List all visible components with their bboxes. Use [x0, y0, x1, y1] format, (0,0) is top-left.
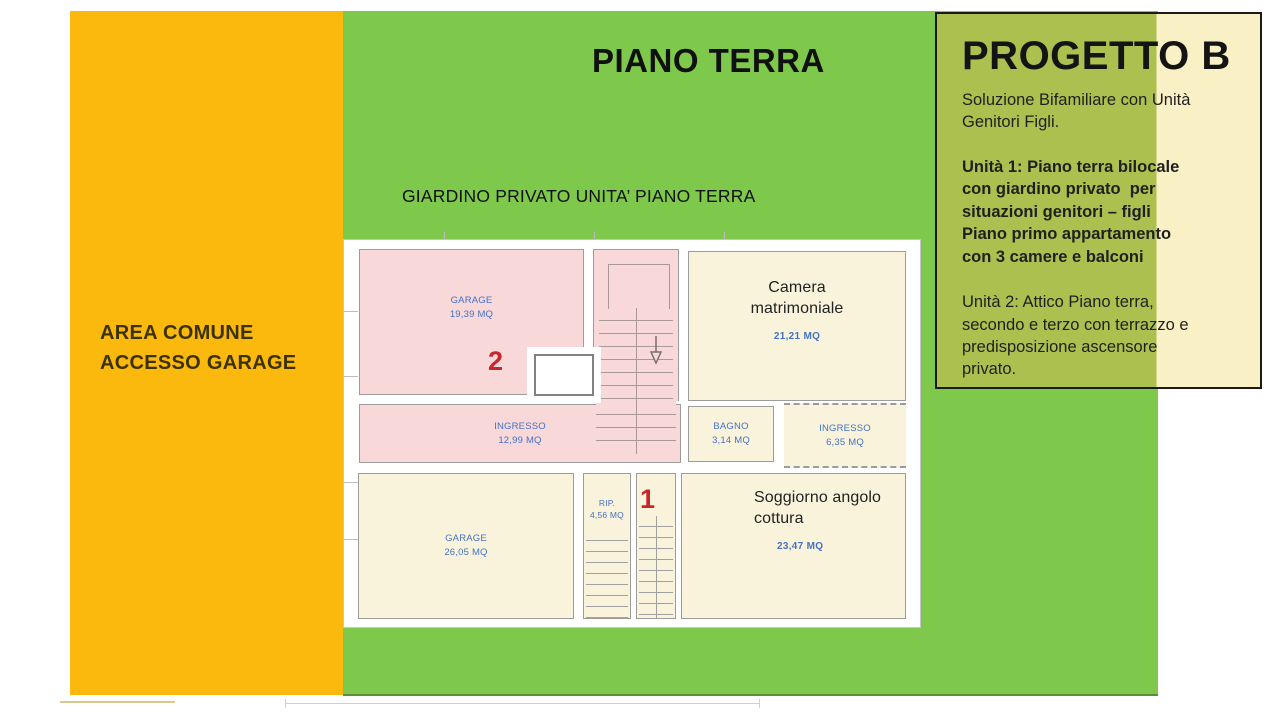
- room-name: INGRESSO: [819, 422, 871, 434]
- room-label: INGRESSO 12,99 MQ: [360, 419, 680, 448]
- panel-unit1-description: Unità 1: Piano terra bilocale con giardi…: [962, 157, 1180, 266]
- stairwell: [593, 249, 679, 401]
- room-area: 21,21 MQ: [773, 331, 821, 342]
- panel-intro: Soluzione Bifamiliare con Unità Genitori…: [962, 91, 1191, 132]
- room-label: BAGNO 3,14 MQ: [689, 420, 773, 449]
- room-area: 26,05 MQ: [444, 547, 488, 558]
- area-comune-band: AREA COMUNE ACCESSO GARAGE: [70, 11, 343, 695]
- room-area: 23,47 MQ: [777, 541, 824, 552]
- unit-marker-2: 2: [488, 346, 504, 376]
- room-name: GARAGE: [450, 295, 493, 306]
- stair-unit1: [636, 473, 676, 619]
- stairs-down-arrow-icon: [649, 336, 663, 365]
- dimension-tick: [759, 699, 760, 708]
- room-name: Soggiorno angolo cottura: [754, 489, 882, 527]
- area-comune-label: AREA COMUNE ACCESSO GARAGE: [100, 322, 297, 374]
- dimension-tick: [344, 482, 358, 483]
- stair-treads: [586, 530, 628, 618]
- room-area: 6,35 MQ: [826, 436, 864, 448]
- floorplan: GARAGE 19,39 MQ Camera matrimoniale 21,2…: [343, 232, 921, 628]
- stair-lower-flight: [596, 400, 676, 454]
- stair-divider-line: [636, 308, 637, 401]
- room-area: 12,99 MQ: [498, 434, 542, 446]
- dimension-tick: [444, 232, 445, 240]
- stair-divider-line: [636, 400, 637, 454]
- dimension-tick: [344, 376, 358, 377]
- room-garage-unit1: GARAGE 26,05 MQ: [358, 473, 574, 619]
- dimension-line: [60, 701, 175, 703]
- room-name: Camera matrimoniale: [750, 279, 844, 317]
- room-label: RIP. 4,56 MQ: [584, 498, 630, 522]
- dimension-tick: [594, 232, 595, 240]
- room-bagno: BAGNO 3,14 MQ: [688, 406, 774, 462]
- info-panel: PROGETTO B Soluzione Bifamiliare con Uni…: [935, 12, 1262, 389]
- room-name: GARAGE: [445, 532, 487, 544]
- dimension-tick: [285, 699, 286, 708]
- room-area: 3,14 MQ: [712, 435, 750, 446]
- elevator-shaft: [534, 354, 594, 396]
- room-area: 4,56 MQ: [590, 509, 624, 520]
- dimension-tick: [724, 232, 725, 240]
- room-ripostiglio: RIP. 4,56 MQ: [583, 473, 631, 619]
- room-soggiorno: Soggiorno angolo cottura 23,47 MQ: [681, 473, 906, 619]
- stair-divider-line: [656, 516, 657, 618]
- dimension-line: [285, 699, 760, 708]
- stair-railing-line: [608, 264, 670, 309]
- room-label: INGRESSO 6,35 MQ: [784, 421, 906, 450]
- room-label: GARAGE 19,39 MQ: [360, 294, 583, 323]
- panel-title: PROGETTO B: [962, 34, 1231, 78]
- room-camera-matrimoniale: Camera matrimoniale 21,21 MQ: [688, 251, 906, 401]
- garden-subtitle: GIARDINO PRIVATO UNITA’ PIANO TERRA: [402, 186, 756, 206]
- panel-unit2-description: Unità 2: Attico Piano terra, secondo e t…: [962, 293, 1189, 379]
- unit-marker-1: 1: [640, 484, 656, 514]
- room-label: GARAGE 26,05 MQ: [359, 532, 573, 561]
- page-title: PIANO TERRA: [592, 42, 825, 79]
- dimension-tick: [344, 311, 358, 312]
- room-name: INGRESSO: [494, 420, 546, 432]
- room-name: BAGNO: [713, 420, 749, 432]
- dimension-tick: [344, 539, 358, 540]
- room-area: 19,39 MQ: [449, 309, 494, 321]
- room-ingresso-unit1: INGRESSO 6,35 MQ: [784, 403, 906, 468]
- room-name: RIP.: [598, 498, 616, 508]
